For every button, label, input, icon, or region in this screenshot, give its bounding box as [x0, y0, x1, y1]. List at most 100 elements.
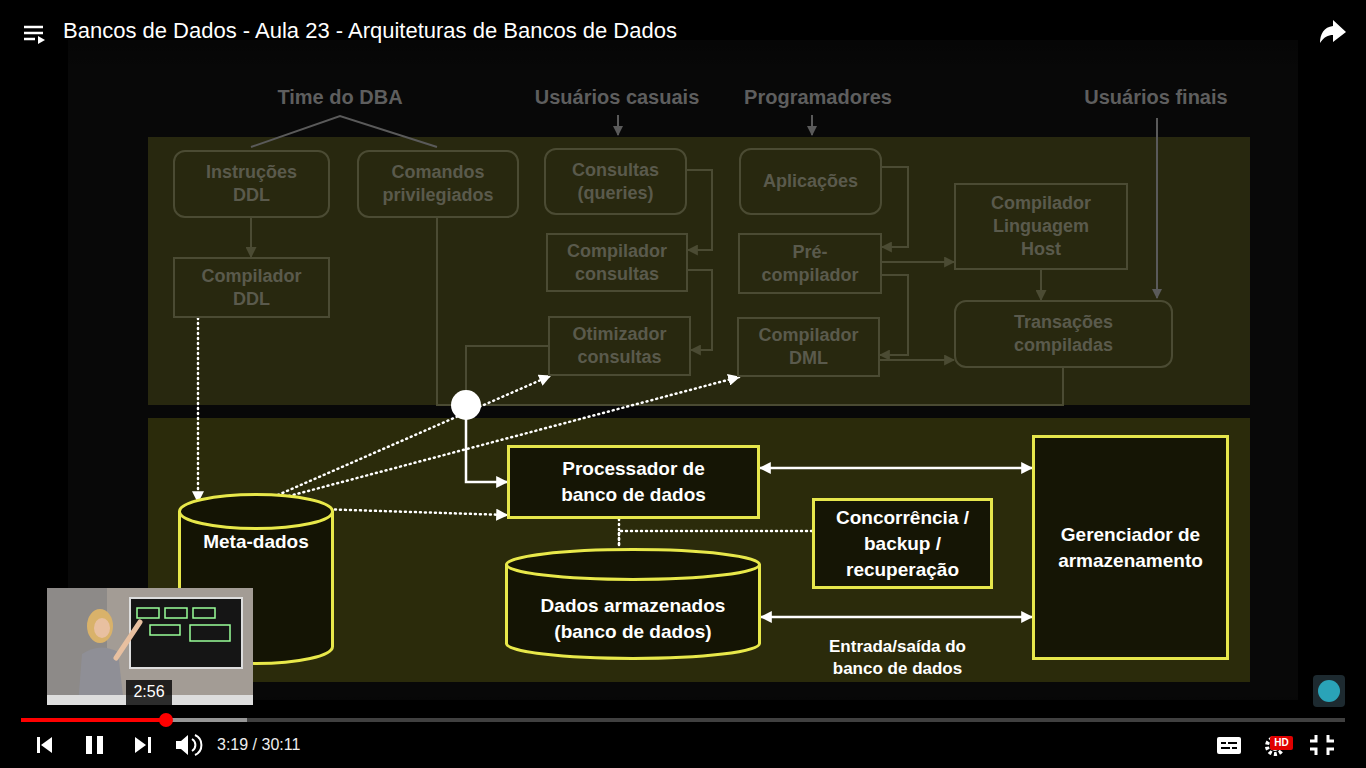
hd-badge: [1270, 736, 1293, 750]
node-text: Compilador Linguagem Host: [971, 192, 1111, 261]
preview-thumbnail: [47, 588, 253, 705]
progress-track: [21, 718, 1345, 722]
node-text: Concorrência / backup / recuperação: [823, 505, 983, 583]
bottom-shade: [0, 690, 1366, 768]
connector: [619, 531, 812, 548]
node-text: Processador de banco de dados: [534, 456, 734, 508]
edge-label: Entrada/saída do banco de dados: [805, 636, 990, 680]
connector: [882, 261, 954, 263]
playback-time: 3:19 / 30:11: [217, 735, 377, 755]
subtitles-icon: [1221, 742, 1226, 744]
node-text: Compilador consultas: [555, 240, 680, 286]
thumbnail-time-ground: [126, 680, 172, 705]
cylinder-rim: [507, 565, 760, 580]
input-box: Instruções DDL: [173, 150, 330, 218]
connector: [197, 318, 200, 502]
playlist-icon: [38, 36, 45, 44]
channel-logo: [1318, 680, 1340, 702]
compiler-box: Compilador Linguagem Host: [954, 183, 1128, 270]
thumbnail-person-arm: [116, 622, 140, 658]
node-text: Meta-dados: [186, 529, 326, 555]
process-box: Processador de banco de dados: [507, 445, 760, 519]
database-cylinder: Dados armazenados (banco de dados): [505, 548, 761, 660]
connector: [688, 270, 712, 350]
volume-icon: [176, 735, 188, 755]
connector: [255, 376, 550, 505]
icon-stroke: [24, 26, 43, 29]
actor-heading: Usuários casuais: [517, 85, 717, 109]
node-text: Aplicações: [748, 170, 873, 193]
compiler-box: Pré-compilador: [738, 233, 882, 294]
icon-stroke: [24, 38, 35, 41]
connector: [882, 167, 908, 247]
actor-heading: Usuários finais: [1056, 85, 1256, 109]
share-icon: [1320, 20, 1346, 43]
video-title: Bancos de Dados - Aula 23 - Arquiteturas…: [63, 17, 677, 45]
node-text: Dados armazenados (banco de dados): [513, 593, 753, 645]
node-text: Otimizador consultas: [557, 323, 682, 369]
actor-heading: Time do DBA: [240, 85, 440, 109]
process-box: Concorrência / backup / recuperação: [812, 498, 993, 589]
input-box: Comandos privilegiados: [357, 150, 519, 218]
thumbnail-person-face: [94, 618, 110, 638]
compiler-box: Compilador DML: [737, 317, 880, 377]
fullscreen-icon: [1310, 735, 1334, 755]
node-text: Gerenciador de armazenamento: [1041, 522, 1221, 574]
cylinder-outline: [507, 550, 760, 659]
dba-bracket: [251, 116, 437, 147]
lower-band: [148, 418, 1250, 682]
thumbnail-board: [130, 598, 242, 668]
node-text: Comandos privilegiados: [368, 161, 508, 207]
connector: [250, 218, 252, 257]
previous-icon: [37, 737, 40, 753]
thumbnail-board-box: [150, 625, 180, 635]
junction-line: [466, 418, 507, 482]
thumbnail-board-box: [190, 625, 230, 641]
thumbnail-board-box: [165, 608, 187, 618]
connector: [687, 170, 712, 250]
connector: [760, 467, 1032, 470]
progress-buffer: [21, 718, 247, 722]
process-box: Gerenciador de armazenamento: [1032, 435, 1229, 660]
top-shade: [0, 0, 1366, 70]
input-box: Aplicações: [739, 148, 882, 215]
node-text: Pré-compilador: [750, 241, 870, 287]
channel-logo: [1313, 675, 1345, 707]
node-text: Instruções DDL: [187, 161, 317, 207]
optimizer-box: Otimizador consultas: [548, 316, 691, 376]
subtitles-icon: [1221, 747, 1230, 749]
input-box: Consultas (queries): [544, 148, 687, 215]
next-icon: [135, 737, 146, 753]
leader-arrow: [811, 115, 813, 135]
thumbnail-person-hair: [87, 609, 113, 643]
node-text: Compilador DDL: [187, 265, 317, 311]
compiler-box: Compilador DDL: [173, 257, 330, 318]
playlist-icon: [24, 27, 43, 39]
subtitles-icon: [1228, 742, 1237, 744]
pause-icon: [97, 736, 103, 754]
node-text: Compilador DML: [746, 324, 871, 370]
connector: [1040, 270, 1042, 300]
connector: [880, 275, 908, 355]
thumbnail-board-box: [193, 608, 215, 618]
node-text: Consultas (queries): [553, 159, 678, 205]
connector: [437, 218, 507, 482]
next-icon: [148, 737, 151, 753]
progress-knob: [159, 713, 173, 727]
connector: [761, 616, 1032, 619]
cylinder-rim: [180, 512, 333, 529]
transaction-box: Transações compiladas: [954, 300, 1173, 368]
previous-icon: [41, 737, 52, 753]
progress-played: [21, 718, 166, 722]
upper-band: [148, 137, 1250, 405]
leader-arrow: [1156, 118, 1158, 298]
subtitles-icon: [1232, 747, 1237, 749]
compiler-box: Compilador consultas: [546, 233, 688, 292]
quality-badge: HD: [1270, 736, 1293, 750]
connector: [880, 359, 954, 361]
leader-arrow: [617, 115, 619, 135]
icon-stroke: [24, 32, 43, 35]
